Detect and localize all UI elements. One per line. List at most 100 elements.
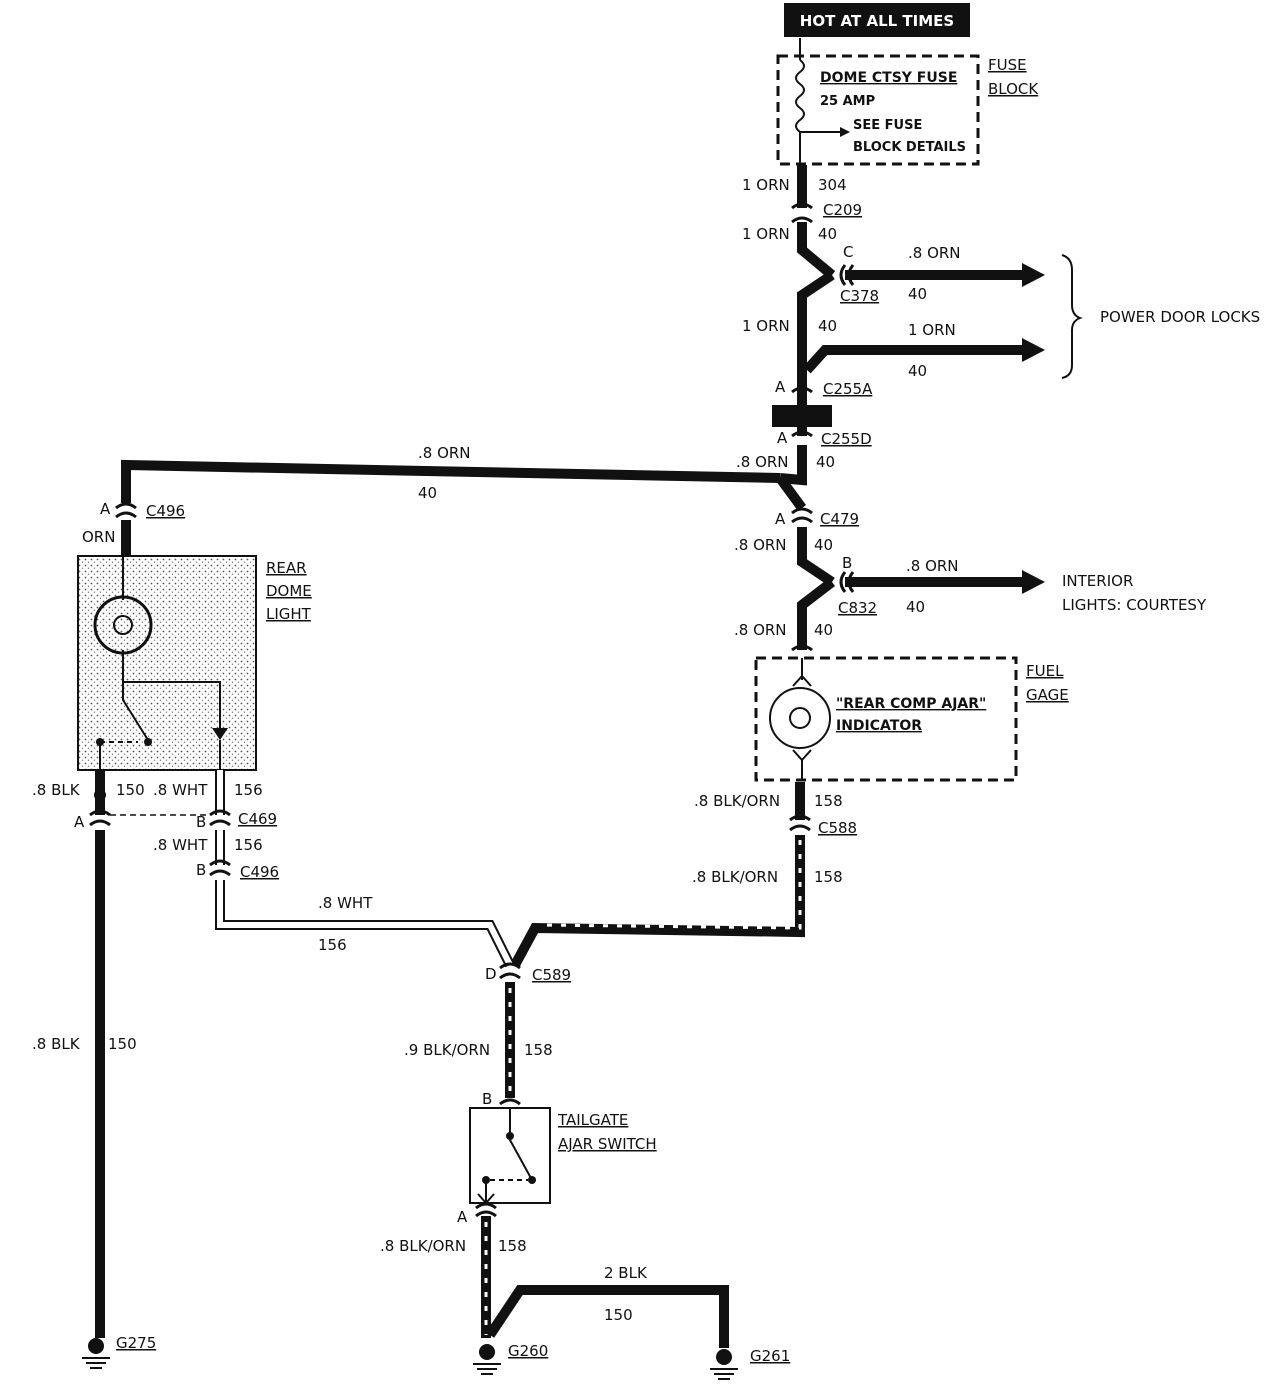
wire-label-top-run-circuit: 40 [418, 484, 437, 502]
pin-c255d: A [777, 429, 788, 447]
wire-label-blk-long-circuit: 150 [108, 1035, 137, 1053]
wire-label-blkorn4-color: .8 BLK/ORN [380, 1237, 466, 1255]
connector-c469-b [209, 809, 231, 827]
label-c255a: C255A [823, 380, 873, 398]
wire-label-w5-color: .8 ORN [734, 536, 787, 554]
wire-orn-top-run [121, 459, 781, 503]
wire-label-wht-top-circuit: 156 [234, 781, 263, 799]
rear-dome-label-3: LIGHT [266, 605, 312, 623]
connector-c588 [789, 814, 811, 832]
ground-g275-icon [82, 1338, 110, 1369]
wire-label-top-run-color: .8 ORN [418, 444, 471, 462]
wire-label-blkorn3-color: .9 BLK/ORN [404, 1041, 490, 1059]
pin-c496-top: A [100, 500, 111, 518]
fuse-amp: 25 AMP [820, 94, 875, 109]
tailgate-label-1: TAILGATE [557, 1111, 628, 1129]
splice-block [772, 405, 832, 427]
hot-at-all-times-box [784, 3, 970, 37]
wire-label-blk-top-circuit: 150 [116, 781, 145, 799]
fuse-block-label-2: BLOCK [988, 80, 1039, 98]
label-power-door-locks: POWER DOOR LOCKS [1100, 308, 1260, 326]
pin-switch-b: B [482, 1090, 492, 1108]
wire-label-blk-long-color: .8 BLK [32, 1035, 81, 1053]
wire-label-int-color: .8 ORN [906, 557, 959, 575]
wire-orn-40-e [797, 527, 835, 587]
fuse-name: DOME CTSY FUSE [820, 70, 957, 86]
wire-label-w6-circuit: 40 [814, 621, 833, 639]
fuse-symbol [795, 38, 850, 165]
label-interior-1: INTERIOR [1062, 572, 1133, 590]
label-c209: C209 [823, 201, 862, 219]
label-c589: C589 [532, 966, 571, 984]
wire-label-blkorn2-circuit: 158 [814, 868, 843, 886]
pin-c378: C [843, 243, 853, 261]
pin-switch-a: A [457, 1208, 468, 1226]
wire-label-pdl1-circuit: 40 [908, 285, 927, 303]
ground-g275: G275 [116, 1334, 156, 1352]
dome-lamp-icon [93, 556, 228, 770]
rear-dome-label-2: DOME [266, 582, 312, 600]
wire-label-blk2-circuit: 150 [604, 1306, 633, 1324]
wire-label-blkorn1-color: .8 BLK/ORN [694, 792, 780, 810]
wire-orn-40-c [779, 445, 807, 486]
label-c496-top: C496 [146, 502, 185, 520]
wire-label-w3-color: 1 ORN [742, 317, 790, 335]
fuse-details-line2: BLOCK DETAILS [853, 140, 966, 155]
connector-c479 [791, 507, 813, 524]
label-c832: C832 [838, 599, 877, 617]
wire-label-orn-short: ORN [82, 528, 115, 546]
wire-label-w2-circuit: 40 [818, 225, 837, 243]
label-c378: C378 [840, 287, 879, 305]
fuse-block-label-1: FUSE [988, 56, 1027, 74]
wire-label-blkorn2-color: .8 BLK/ORN [692, 868, 778, 886]
connector-c255a [791, 386, 813, 394]
connector-c589 [499, 962, 521, 980]
label-c469: C469 [238, 810, 277, 828]
wire-label-blkorn3-circuit: 158 [524, 1041, 553, 1059]
connector-c496-top [115, 502, 137, 519]
pin-c255a: A [775, 378, 786, 396]
wire-orn-40-d [775, 475, 807, 511]
fuse-details-line1: SEE FUSE [853, 118, 922, 133]
wire-label-int-circuit: 40 [906, 598, 925, 616]
wire-label-pdl2-color: 1 ORN [908, 321, 956, 339]
pin-c832: B [842, 554, 852, 572]
pin-c496-b: B [196, 861, 206, 879]
wire-label-wht-run-circuit: 156 [318, 936, 347, 954]
label-c255d: C255D [821, 430, 872, 448]
wire-blkorn-158-b [510, 835, 805, 968]
arrow-interior [1022, 570, 1045, 594]
indicator-lamp-icon [769, 644, 831, 780]
label-interior-2: LIGHTS: COURTESY [1062, 596, 1207, 614]
wire-blk-2-150 [485, 1285, 729, 1348]
label-c588: C588 [818, 819, 857, 837]
wire-label-w1-color: 1 ORN [742, 176, 790, 194]
wire-label-w6-color: .8 ORN [734, 621, 787, 639]
wire-label-pdl1-color: .8 ORN [908, 244, 961, 262]
fuse-block-box [776, 54, 980, 166]
wire-label-blkorn4-circuit: 158 [498, 1237, 527, 1255]
tailgate-label-2: AJAR SWITCH [558, 1135, 657, 1153]
indicator-label-1: "REAR COMP AJAR" [836, 696, 986, 712]
wire-orn-pdl-2 [803, 345, 1025, 374]
label-c479: C479 [820, 510, 859, 528]
brace-power-door-locks [1061, 254, 1083, 379]
connector-c496-low [209, 859, 231, 877]
wire-label-wht-run-color: .8 WHT [318, 894, 373, 912]
connector-c469-a [89, 809, 111, 827]
connector-c209 [791, 202, 813, 224]
connector-c378 [839, 264, 855, 286]
ground-g261: G261 [750, 1347, 790, 1365]
ground-g261-icon [710, 1349, 738, 1380]
wire-label-blkorn1-circuit: 158 [814, 792, 843, 810]
wire-label-blk2-color: 2 BLK [604, 1264, 648, 1282]
connector-switch-a [475, 1202, 497, 1218]
rear-dome-label-1: REAR [266, 559, 307, 577]
wire-label-w4-color: .8 ORN [736, 453, 789, 471]
connector-c832 [839, 571, 855, 593]
wire-label-w2-color: 1 ORN [742, 225, 790, 243]
arrow-pdl-2 [1022, 338, 1045, 362]
ground-g260-icon [473, 1344, 501, 1375]
pin-c469-b: B [196, 813, 206, 831]
